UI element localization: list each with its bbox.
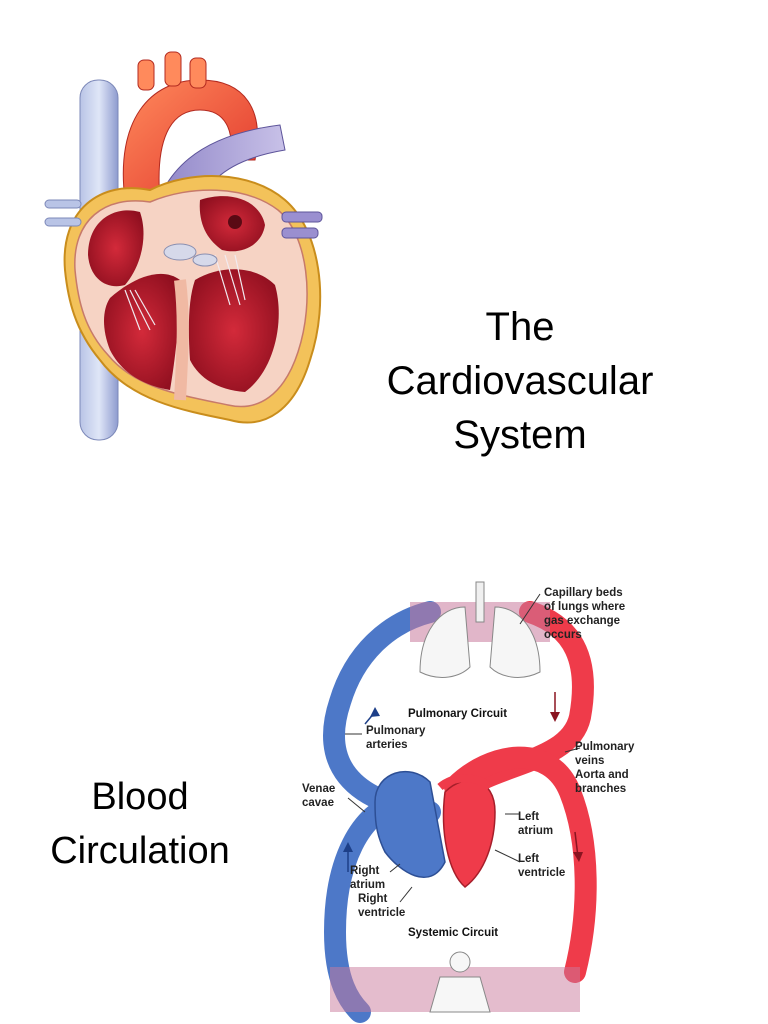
svg-text:gas exchange: gas exchange [544, 615, 620, 627]
title-line: Circulation [50, 830, 230, 872]
title-line: Cardiovascular [386, 359, 654, 403]
pulmonary-artery-loop [323, 601, 441, 823]
label-left-atrium-1: Left [518, 811, 539, 823]
label-capillary-line: occurs [544, 629, 582, 641]
slide-title-blood-circulation: Blood Circulation [20, 770, 260, 878]
title-line: System [453, 413, 587, 457]
label-capillary-line: of lungs where [544, 601, 625, 613]
title-line: The [485, 305, 555, 349]
label-right-atrium-2: atrium [350, 879, 385, 891]
label-capillary-line: Capillary beds [544, 587, 623, 599]
label-right-ventricle-1: Right [358, 893, 388, 905]
label-left-ventricle-1: Left [518, 853, 539, 865]
body-figure-shape [429, 976, 491, 1013]
label-capillary-line: gas exchange [544, 615, 620, 627]
label-pulmonary-veins-1: Pulmonary [575, 741, 635, 753]
label-left-atrium-2: atrium [518, 825, 553, 837]
lungs-shape [419, 606, 471, 678]
label-left-ventricle-2: ventricle [518, 867, 565, 879]
systemic-artery-loop [444, 746, 597, 983]
label-right-atrium-1: Right [350, 865, 380, 877]
label-venae-cavae-2: cavae [302, 797, 334, 809]
heart-anatomy-illustration [44, 51, 323, 441]
title-line: Blood [91, 776, 189, 818]
slide-blood-circulation: Capillary beds of lungs where gas exchan… [0, 512, 768, 1024]
left-heart-shape [442, 779, 496, 888]
slide-title-cardiovascular: The Cardiovascular System [340, 300, 700, 462]
label-aorta-2: branches [575, 783, 626, 795]
svg-text:Capillary beds: Capillary beds [544, 587, 623, 599]
label-pulmonary-veins-2: veins [575, 755, 604, 767]
svg-text:occurs: occurs [544, 629, 582, 641]
right-heart-shape [374, 771, 446, 878]
label-pulmonary-circuit: Pulmonary Circuit [408, 708, 507, 720]
left-ventricle-shape [188, 269, 279, 392]
right-ventricle-shape [104, 273, 180, 390]
right-atrium-shape [88, 210, 144, 287]
slide-cardiovascular-system: The Cardiovascular System [44, 51, 700, 462]
label-pulmonary-arteries-1: Pulmonary [366, 725, 426, 737]
label-right-ventricle-2: ventricle [358, 907, 405, 919]
label-venae-cavae-1: Venae [302, 783, 335, 795]
label-aorta-1: Aorta and [575, 769, 629, 781]
svg-text:of lungs where: of lungs where [544, 601, 625, 613]
label-pulmonary-arteries-2: arteries [366, 739, 408, 751]
blood-circulation-diagram: Capillary beds of lungs where gas exchan… [302, 581, 635, 1023]
label-systemic-circuit: Systemic Circuit [408, 927, 498, 939]
